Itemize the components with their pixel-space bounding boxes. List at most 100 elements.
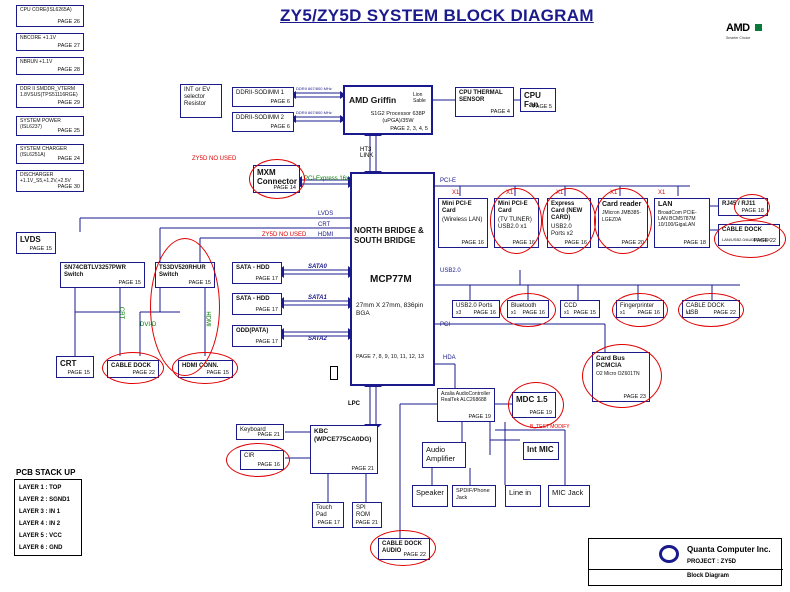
cpu-fan[interactable]: CPU Fan PAGE 5 [520, 88, 556, 112]
layer-1: LAYER 1 : TOP [19, 485, 62, 491]
sata-hdd-1[interactable]: SATA - HDD PAGE 17 [232, 293, 282, 315]
lvds-block[interactable]: LVDS PAGE 15 [16, 232, 56, 254]
lan-block[interactable]: LAN BroadCom PCIE-LAN BCM5787M 10/100/Gi… [654, 198, 710, 248]
layer-6: LAYER 6 : GND [19, 545, 63, 551]
x1-label-3: X1 [556, 190, 564, 196]
crt-block[interactable]: CRT PAGE 15 [56, 356, 94, 378]
mdc-1-5[interactable]: MDC 1.5 PAGE 19 [512, 392, 556, 418]
cpu-thermal-sensor[interactable]: CPU THERMAL SENSOR PAGE 4 [455, 87, 514, 117]
sata-hdd-0[interactable]: SATA - HDD PAGE 17 [232, 262, 282, 284]
mini-pcie-wlan[interactable]: Mini PCI-E Card (Wireless LAN) PAGE 16 [438, 198, 488, 248]
ddr-sodimm-1[interactable]: DDRII-SODIMM 1 PAGE 6 [232, 87, 294, 107]
ts3-switch[interactable]: TS3DV520RHUR Switch PAGE 15 [155, 262, 215, 288]
cpu-block[interactable]: AMD Griffin Lion Sable S1G2 Processor 63… [343, 85, 433, 135]
fingerprinter[interactable]: Fingerprinter x1 PAGE 16 [616, 300, 664, 318]
power-item[interactable]: CPU CORE(ISL6265A) PAGE 26 [16, 5, 84, 27]
int-mic[interactable]: Int MIC [523, 442, 559, 460]
pcie-bus-label: PCI-E [440, 178, 457, 184]
hdmi-connector[interactable]: HDMI CONN. PAGE 15 [178, 360, 233, 378]
usb-ports[interactable]: USB2.0 Ports x3 PAGE 16 [452, 300, 500, 318]
sn74-switch[interactable]: SN74CBTLV3257PWR Switch PAGE 15 [60, 262, 145, 288]
mxm-connector[interactable]: MXM Connector PAGE 14 [253, 165, 300, 193]
power-item[interactable]: DDR II SMDDR_VTERM 1.8VSUS(TPS51116RGE) P… [16, 84, 84, 108]
title-block: Quanta Computer Inc. PROJECT : ZY5D Bloc… [588, 538, 783, 586]
power-item-name: NBCORE +1.1V [20, 35, 56, 41]
x1-label-1: X1 [452, 190, 460, 196]
power-item[interactable]: SYSTEM POWER (ISL6237)PAGE 25 [16, 116, 84, 136]
line-in[interactable]: Line in [505, 485, 541, 507]
company-name: Quanta Computer Inc. [687, 545, 771, 554]
project-name: PROJECT : ZY5D [687, 559, 737, 565]
cir[interactable]: CIR PAGE 16 [240, 450, 284, 470]
audio-amplifier[interactable]: Audio Amplifier [422, 442, 466, 468]
lpc-label: LPC [348, 401, 360, 407]
azalia-audio-controller[interactable]: Azalia AudioController RealTek ALC268688… [437, 388, 495, 422]
power-item-page: PAGE 25 [57, 128, 80, 134]
power-item-name: SYSTEM POWER (ISL6237) [20, 118, 61, 130]
sata2-label: SATA2 [308, 336, 327, 342]
keyboard[interactable]: Keyboard PAGE 21 [236, 424, 284, 440]
spi-rom[interactable]: SPI ROM PAGE 21 [352, 502, 382, 528]
mic-jack[interactable]: MIC Jack [548, 485, 590, 507]
layer-5: LAYER 5 : VCC [19, 533, 62, 539]
hdmi-bus-label: HDMI [318, 232, 334, 238]
north-south-bridge[interactable]: NORTH BRIDGE & SOUTH BRIDGE MCP77M 27mm … [350, 172, 435, 386]
express-card[interactable]: Express Card (NEW CARD) USB2.0 Ports x2 … [547, 198, 591, 248]
x1-label-2: X1 [506, 190, 514, 196]
mini-pcie-tv[interactable]: Mini PCI-E Card (TV TUNER) USB2.0 x1 PAG… [494, 198, 539, 248]
power-item-name: SYSTEM CHARGER (ISL6251A) [20, 146, 67, 158]
pcb-stack-table: LAYER 1 : TOP LAYER 2 : SGND1 LAYER 3 : … [14, 479, 82, 556]
spdif-phone-jack[interactable]: SPDIF/Phone Jack [452, 485, 496, 507]
sata0-label: SATA0 [308, 264, 327, 270]
crt-vertical-label: CRT [118, 306, 125, 320]
rj45-rj11[interactable]: RJ45 / RJ11 PAGE 18 [718, 198, 768, 216]
cable-dock-usb[interactable]: CABLE DOCK USB x1 PAGE 22 [682, 300, 740, 318]
amd-logo: AMD Smarter Choice [726, 18, 763, 40]
cable-dock-lan[interactable]: CABLE DOCK LAN/USB2.0/AUDIO/HDMI PAGE 22 [718, 224, 780, 246]
cable-dock-audio[interactable]: CABLE DOCK AUDIO PAGE 22 [378, 538, 430, 560]
power-item-page: PAGE 29 [57, 100, 80, 106]
power-item-page: PAGE 30 [57, 184, 80, 190]
usb-bus-label: USB2.0 [440, 268, 461, 274]
ddr-bus-label-2: DDRII 667/800 MHz [296, 110, 332, 115]
cardbus-pcmcia[interactable]: Card Bus PCMCIA O2 Micro OZ601TN PAGE 23 [592, 352, 650, 402]
power-item-name: DDR II SMDDR_VTERM 1.8VSUS(TPS51116RGE) [20, 86, 78, 98]
kbc-block[interactable]: KBC (WPCE775CA0DG) PAGE 21 [310, 425, 378, 474]
power-item-page: PAGE 26 [57, 19, 80, 25]
touch-pad[interactable]: Touch Pad PAGE 17 [312, 502, 344, 528]
ddr-sodimm-2[interactable]: DDRII-SODIMM 2 PAGE 6 [232, 112, 294, 132]
lvds-bus-label: LVDS [318, 211, 334, 217]
power-item-name: NBRUN +1.1V [20, 59, 53, 65]
x1-label-5: X1 [658, 190, 666, 196]
power-item[interactable]: SYSTEM CHARGER (ISL6251A)PAGE 24 [16, 144, 84, 164]
mxm-note: ZY5D NO USED [192, 156, 237, 162]
bluetooth[interactable]: Bluetooth x1 PAGE 16 [507, 300, 549, 318]
sata1-label: SATA1 [308, 295, 327, 301]
power-item-name: DISCHARGER +1.1V_S5,+1.2V,+2.5V [20, 172, 71, 184]
doc-name: Block Diagram [687, 573, 730, 579]
nb-small-part [330, 366, 338, 380]
layer-2: LAYER 2 : SGND1 [19, 497, 70, 503]
mxm-bus-label: PCI-Express 16x [304, 176, 350, 182]
test-modify-note: B_TEST MODIFY [530, 424, 570, 430]
pcb-stack-title: PCB STACK UP [16, 468, 76, 477]
layer-4: LAYER 4 : IN 2 [19, 521, 61, 527]
quanta-logo [659, 545, 679, 563]
dvid-label: DVI-D [140, 322, 157, 328]
card-reader[interactable]: Card reader JMicron JMB385-LGEZ0A PAGE 2… [598, 198, 648, 248]
power-item-page: PAGE 24 [57, 156, 80, 162]
power-item-name: CPU CORE(ISL6265A) [20, 7, 72, 13]
power-item-page: PAGE 27 [57, 43, 80, 49]
x1-label-4: X1 [610, 190, 618, 196]
ccd[interactable]: CCD x1 PAGE 15 [560, 300, 600, 318]
int-ev-selector[interactable]: INT or EV selector Resistor [180, 84, 222, 118]
odd-pata[interactable]: ODD(PATA) PAGE 17 [232, 325, 282, 347]
layer-3: LAYER 3 : IN 1 [19, 509, 61, 515]
cable-dock-video[interactable]: CABLE DOCK PAGE 22 [107, 360, 159, 378]
crt-bus-label: CRT [318, 222, 331, 228]
speaker[interactable]: Speaker [412, 485, 448, 507]
hdmi-vertical-label: HDMI [204, 311, 211, 327]
